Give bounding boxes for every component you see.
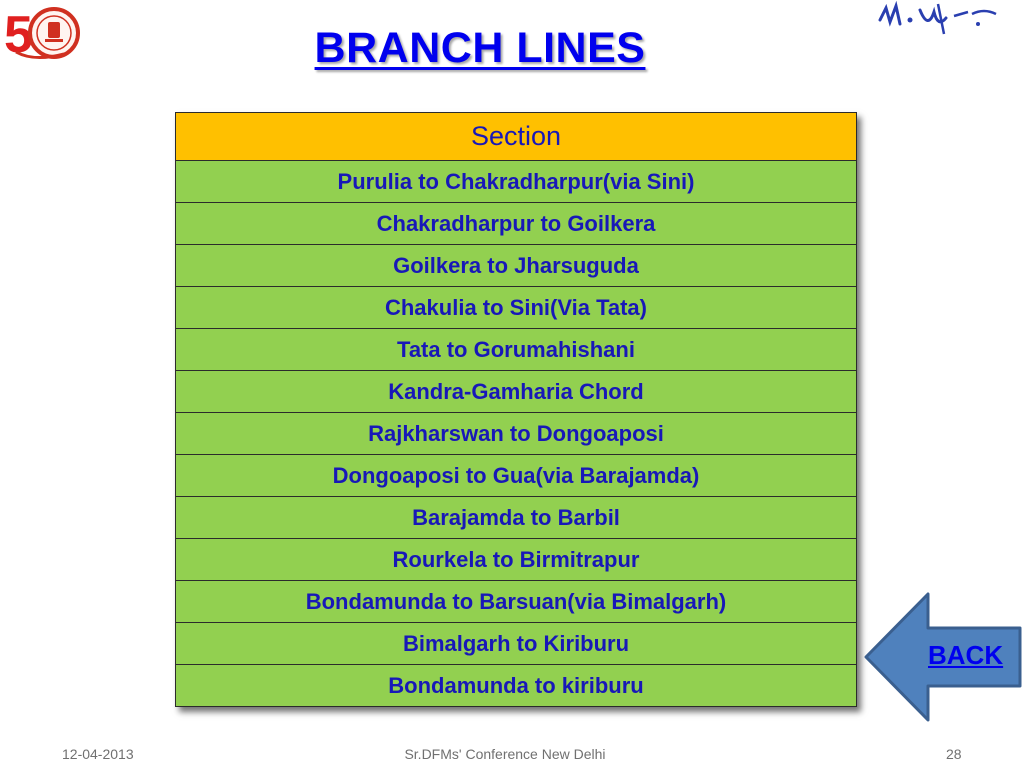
table-row: Chakulia to Sini(Via Tata) xyxy=(175,286,857,329)
railway-emblem-logo-icon: 5 xyxy=(4,2,84,64)
table-row: Bondamunda to Barsuan(via Bimalgarh) xyxy=(175,580,857,623)
table-cell: Goilkera to Jharsuguda xyxy=(175,244,857,287)
sections-table-container: Section Purulia to Chakradharpur(via Sin… xyxy=(175,112,857,707)
table-cell: Barajamda to Barbil xyxy=(175,496,857,539)
left-arrow-icon xyxy=(864,592,1022,722)
table-row: Bimalgarh to Kiriburu xyxy=(175,622,857,665)
table-cell: Chakradharpur to Goilkera xyxy=(175,202,857,245)
back-link[interactable]: BACK xyxy=(928,640,1004,670)
table-row: Dongoaposi to Gua(via Barajamda) xyxy=(175,454,857,497)
table-row: Kandra-Gamharia Chord xyxy=(175,370,857,413)
table-row: Rourkela to Birmitrapur xyxy=(175,538,857,581)
footer-page-number: 28 xyxy=(946,746,962,762)
table-row: Purulia to Chakradharpur(via Sini) xyxy=(175,160,857,203)
table-header-row: Section xyxy=(175,112,857,161)
table-cell: Tata to Gorumahishani xyxy=(175,328,857,371)
table-cell: Purulia to Chakradharpur(via Sini) xyxy=(175,160,857,203)
table-cell: Rajkharswan to Dongoaposi xyxy=(175,412,857,455)
table-row: Rajkharswan to Dongoaposi xyxy=(175,412,857,455)
sections-table: Section Purulia to Chakradharpur(via Sin… xyxy=(175,112,857,707)
table-row: Goilkera to Jharsuguda xyxy=(175,244,857,287)
table-cell: Chakulia to Sini(Via Tata) xyxy=(175,286,857,329)
table-cell: Bondamunda to kiriburu xyxy=(175,664,857,707)
table-row: Bondamunda to kiriburu xyxy=(175,664,857,707)
table-cell: Bimalgarh to Kiriburu xyxy=(175,622,857,665)
table-row: Barajamda to Barbil xyxy=(175,496,857,539)
table-cell: Rourkela to Birmitrapur xyxy=(175,538,857,581)
table-row: Chakradharpur to Goilkera xyxy=(175,202,857,245)
back-button[interactable]: BACK xyxy=(862,590,1024,724)
page-title: BRANCH LINES xyxy=(314,24,646,72)
footer-date: 12-04-2013 xyxy=(62,746,134,762)
signature-icon xyxy=(872,0,1002,40)
footer-conference: Sr.DFMs' Conference New Delhi xyxy=(404,746,606,762)
table-cell: Bondamunda to Barsuan(via Bimalgarh) xyxy=(175,580,857,623)
table-row: Tata to Gorumahishani xyxy=(175,328,857,371)
column-header-section: Section xyxy=(175,112,857,161)
table-cell: Kandra-Gamharia Chord xyxy=(175,370,857,413)
table-cell: Dongoaposi to Gua(via Barajamda) xyxy=(175,454,857,497)
